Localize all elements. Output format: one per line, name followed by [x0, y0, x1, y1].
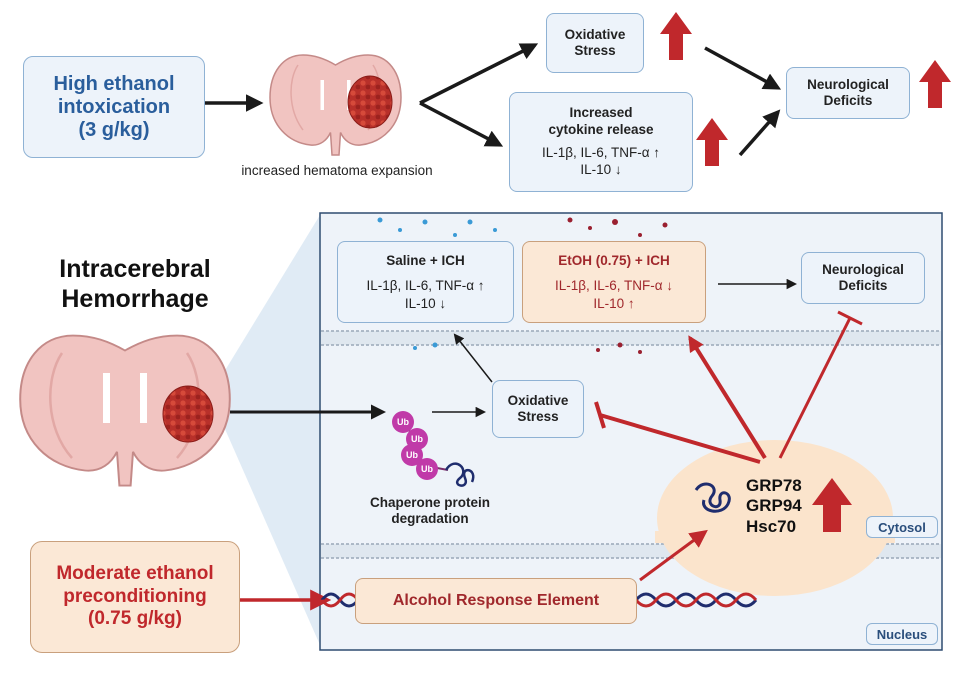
saline-line1: IL-1β, IL-6, TNF-α ↑: [366, 278, 485, 294]
neuro-top-line2: Deficits: [823, 93, 873, 108]
arrow-brain-to-cytokine: [419, 101, 504, 147]
arrow-cytokine-to-neuro: [738, 109, 781, 157]
neuro-panel-line2: Deficits: [838, 278, 888, 293]
cytokine-dots-etoh: [567, 217, 668, 354]
increase-arrow-oxidative: [660, 12, 692, 60]
hematoma-main: [162, 385, 214, 443]
increase-arrow-cytokine: [696, 118, 728, 166]
neuro-deficits-top-box: Neurological Deficits: [786, 67, 910, 119]
moderate-line2: preconditioning: [63, 585, 207, 607]
ich-title-line2: Hemorrhage: [61, 285, 209, 313]
cytokine-line1: IL-1β, IL-6, TNF-α ↑: [541, 145, 661, 160]
ub-ball: Ub: [401, 444, 423, 466]
neuro-top-line1: Neurological: [807, 76, 889, 92]
high-ethanol-line3: (3 g/kg): [78, 118, 150, 141]
neuro-deficits-panel-box: Neurological Deficits: [801, 252, 925, 304]
chaperone-degradation-line2: degradation: [391, 511, 469, 527]
inhibit-oxidative: [599, 413, 761, 464]
cytokine-line2: IL-10 ↓: [580, 161, 622, 177]
high-ethanol-box: High ethanol intoxication (3 g/kg): [23, 56, 205, 158]
chaperone-degradation-line1: Chaperone protein: [369, 495, 490, 510]
neuro-panel-line1: Neurological: [822, 261, 904, 277]
plasma-membrane: [321, 330, 941, 346]
chaperone-list: GRP78 GRP94 Hsc70: [746, 476, 802, 537]
dna-helix: [320, 592, 758, 608]
hsc70-label: Hsc70: [746, 516, 797, 536]
cytosol-tag: Cytosol: [866, 516, 938, 538]
etoh-line1: IL-1β, IL-6, TNF-α ↓: [554, 278, 674, 294]
chaperone-protein-icon: [694, 482, 731, 513]
zoom-projection: [210, 215, 320, 645]
ub-label: Ub: [406, 450, 418, 460]
etoh-title: EtOH (0.75) + ICH: [558, 252, 670, 268]
etoh-ich-box: EtOH (0.75) + ICH IL-1β, IL-6, TNF-α ↓ I…: [522, 241, 706, 323]
increase-arrow-neuro: [919, 60, 951, 108]
saline-title: Saline + ICH: [386, 252, 465, 268]
alcohol-response-element-box: Alcohol Response Element: [355, 578, 637, 624]
arrow-are-to-chaperones: [639, 529, 708, 582]
nucleus-tag: Nucleus: [866, 623, 938, 645]
ub-label: Ub: [397, 417, 409, 427]
moderate-line1: Moderate ethanol: [56, 562, 214, 584]
brain-main: [19, 334, 231, 487]
moderate-ethanol-box: Moderate ethanol preconditioning (0.75 g…: [30, 541, 240, 653]
hematoma-caption: increased hematoma expansion: [241, 163, 433, 178]
ub-label: Ub: [411, 434, 423, 444]
etoh-line2: IL-10 ↑: [593, 295, 635, 311]
saline-line2: IL-10 ↓: [404, 295, 447, 311]
hematoma-top: [347, 75, 393, 129]
oxidative-stress-panel-box: Oxidative Stress: [492, 380, 584, 438]
cytokine-title1: Increased: [569, 105, 633, 121]
oxidative-panel-line1: Oxidative: [507, 392, 569, 408]
activate-etoh-box: [688, 335, 767, 460]
ich-title-line1: Intracerebral: [59, 255, 211, 283]
oxidative-top-line2: Stress: [574, 43, 616, 58]
ich-title: Intracerebral Hemorrhage: [30, 254, 240, 314]
increase-arrow-chaperones: [812, 478, 852, 532]
high-ethanol-line2: intoxication: [57, 95, 171, 118]
ub-ball: Ub: [392, 411, 414, 433]
ub-label: Ub: [421, 464, 433, 474]
high-ethanol-line1: High ethanol: [53, 72, 175, 95]
cytokine-title2: cytokine release: [548, 122, 654, 138]
arrow-oxidative-to-neuro: [704, 46, 782, 90]
moderate-line3: (0.75 g/kg): [88, 608, 182, 630]
grp94-label: GRP94: [746, 496, 802, 516]
cytokine-release-box: Increased cytokine release IL-1β, IL-6, …: [509, 92, 693, 192]
inhibit-neuro: [778, 317, 852, 459]
cytokine-dots-saline: [377, 217, 497, 350]
arrow-brain-to-oxidative: [419, 43, 539, 105]
grp78-label: GRP78: [746, 476, 802, 495]
ub-ball: Ub: [416, 458, 438, 480]
chaperone-degradation-label: Chaperone protein degradation: [355, 495, 505, 527]
oxidative-stress-top-box: Oxidative Stress: [546, 13, 644, 73]
oxidative-panel-line2: Stress: [517, 409, 559, 424]
chaperone-glow: [657, 440, 893, 596]
arrow-oxidative-to-saline: [453, 333, 493, 383]
saline-ich-box: Saline + ICH IL-1β, IL-6, TNF-α ↑ IL-10 …: [337, 241, 514, 323]
oxidative-top-line1: Oxidative: [564, 26, 626, 42]
